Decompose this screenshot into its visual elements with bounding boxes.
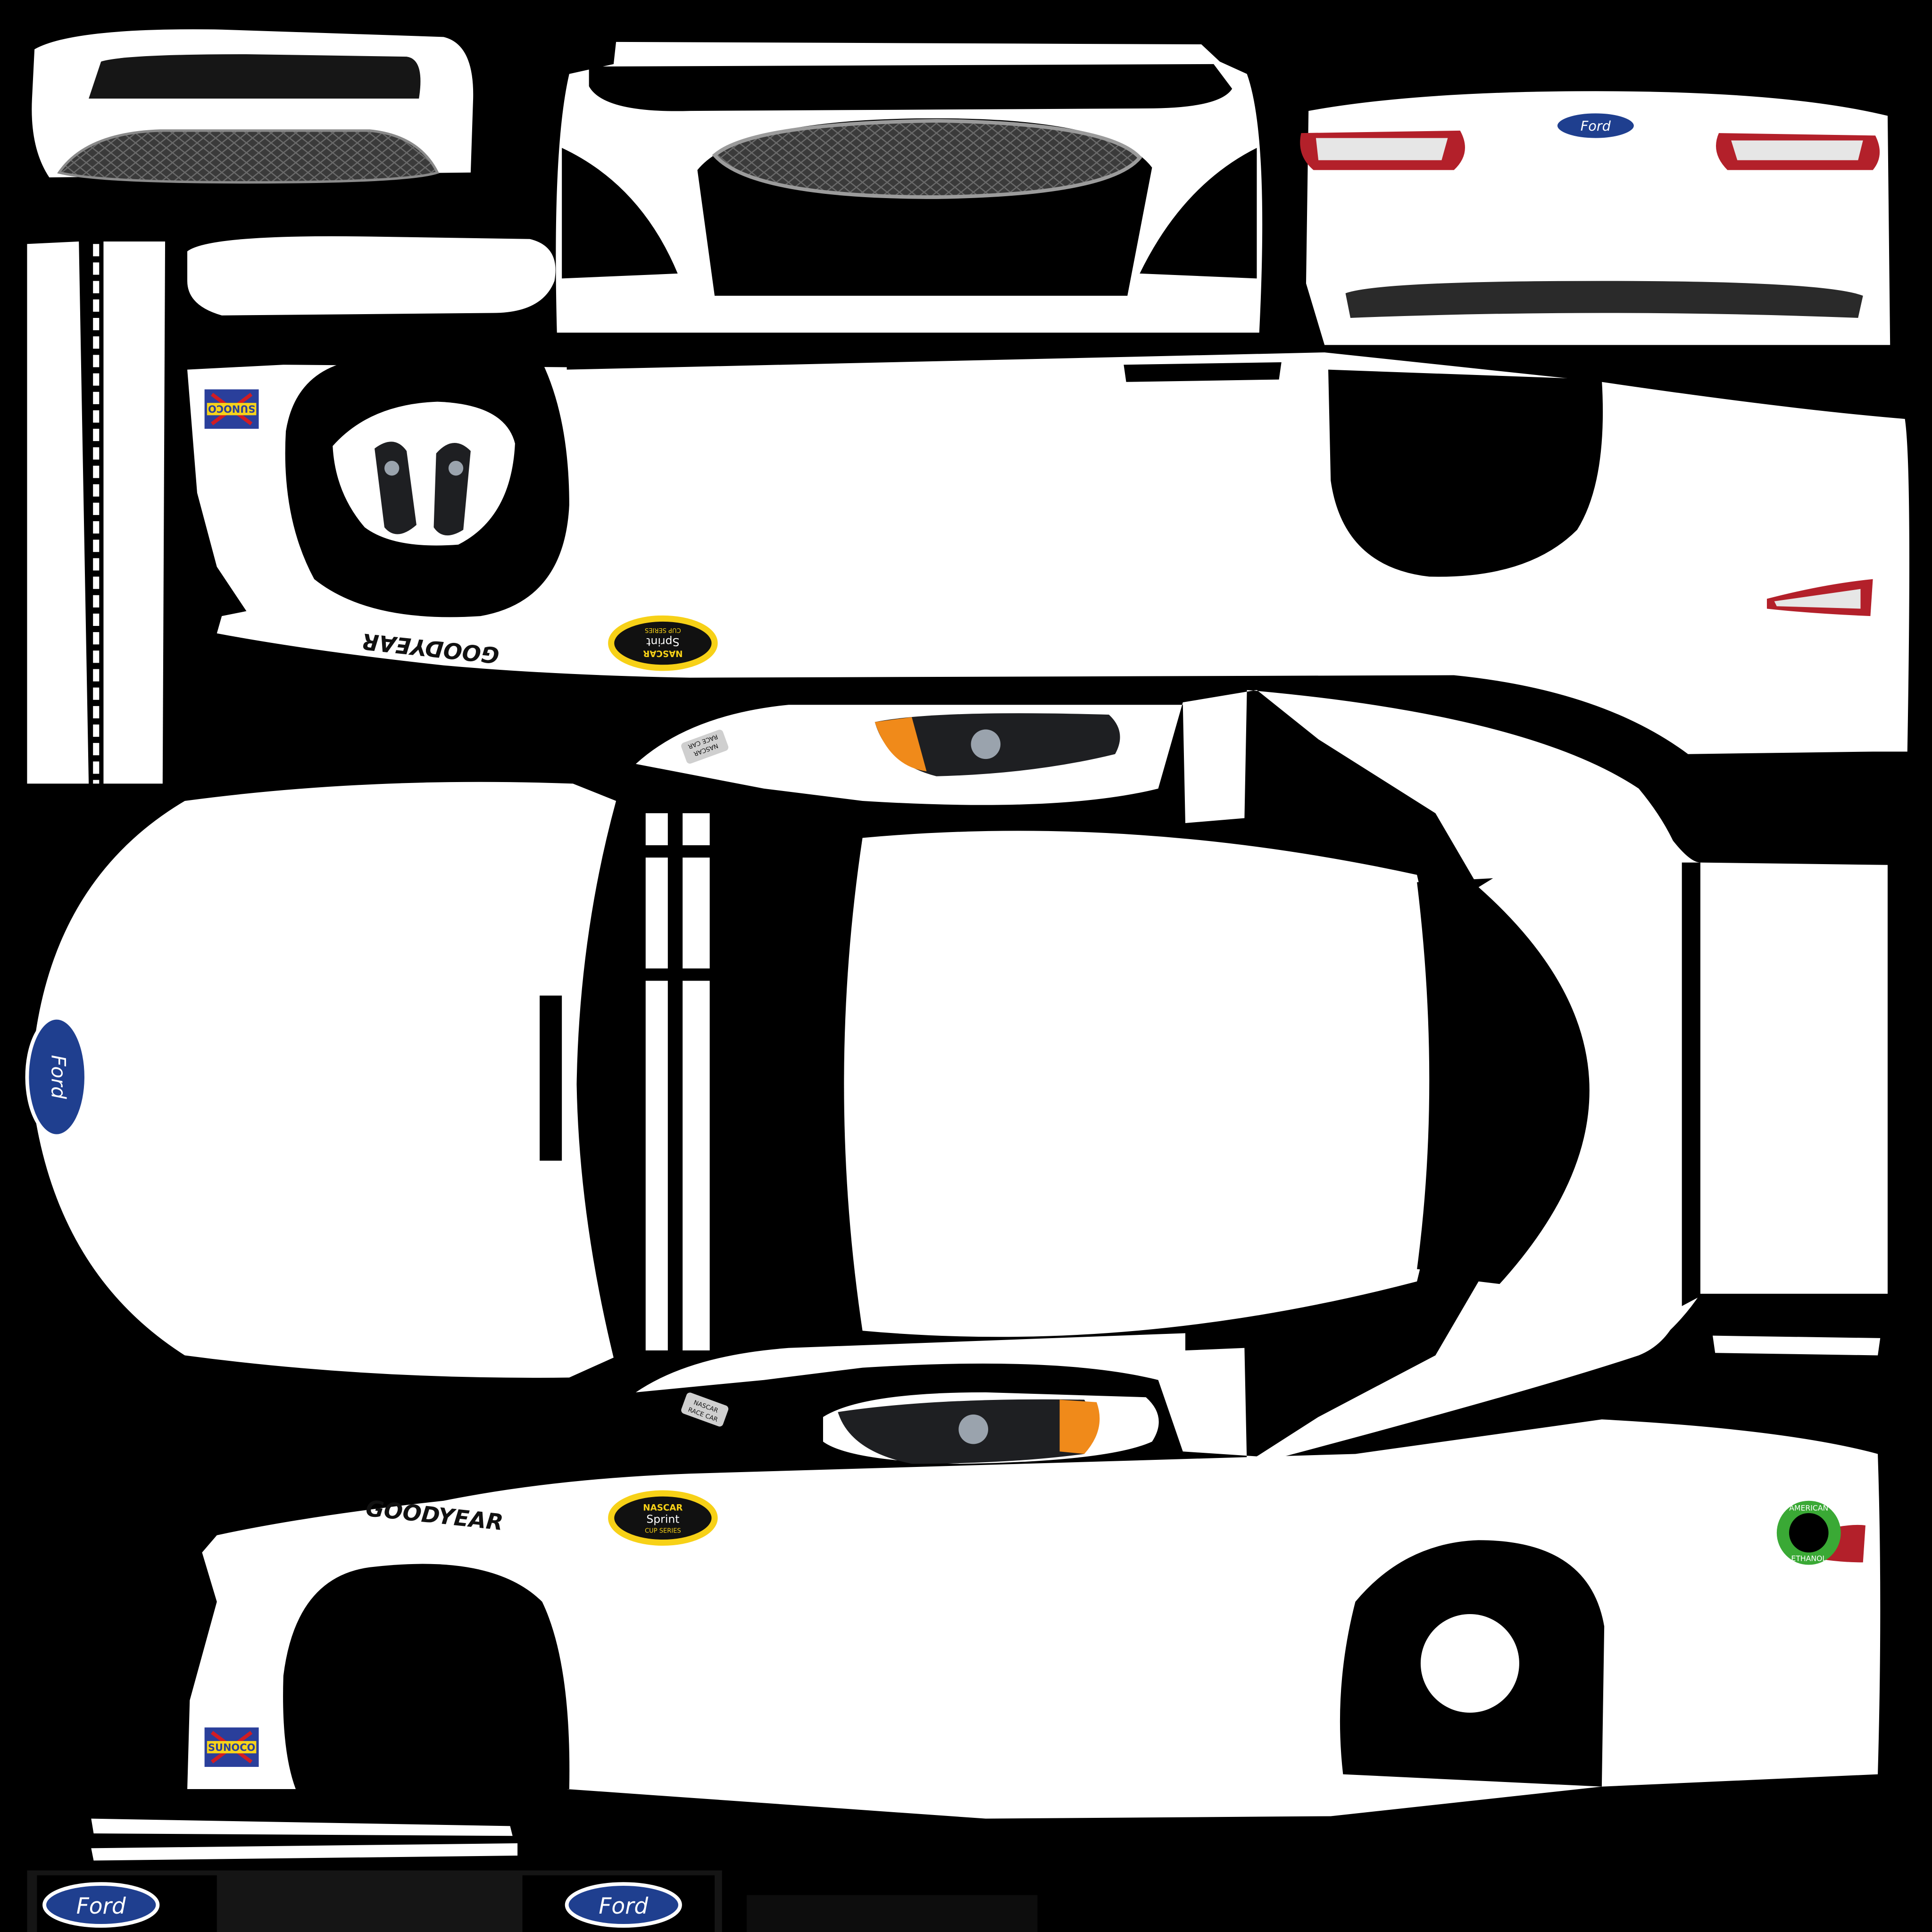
rear-quarter-top [1478, 788, 1700, 1356]
rear-diffuser [1345, 281, 1863, 318]
upper-nascar-line2: Sprint [646, 635, 679, 649]
splitter-strip [747, 1895, 1038, 1932]
rear-spoiler-panel [32, 29, 474, 184]
roof [844, 831, 1442, 1337]
roof-cap-panel [187, 236, 556, 316]
upper-side-door-slot [1124, 362, 1282, 382]
roof-cap-body [187, 236, 556, 316]
lower-nascar-line2: Sprint [646, 1513, 679, 1526]
upper-headlight-lens [971, 729, 1001, 759]
rear-taillight-right-lens [1731, 140, 1863, 160]
fog-light-left-lens [384, 460, 400, 476]
mud-flap-right-ford-text: Ford [599, 1893, 649, 1919]
american-ethanol-center [1789, 1513, 1829, 1553]
fog-light-right-lens [448, 460, 464, 476]
nascar-sprint-cup-icon [608, 1490, 718, 1546]
lower-nascar-sprint-decal: NASCAR Sprint CUP SERIES [608, 1490, 718, 1546]
spoiler-grille [57, 129, 440, 184]
windshield-cutout [576, 800, 863, 1368]
front-left-vent [562, 148, 678, 279]
lower-headlight-amber [1059, 1399, 1100, 1454]
race-car-plate-icon [681, 730, 729, 764]
lower-sunoco-decal: SUNOCO [204, 1727, 259, 1767]
mud-flap-strip: Ford Ford [27, 1870, 1038, 1932]
race-car-plate-icon [681, 1392, 729, 1427]
upper-nascar-line3: CUP SERIES [645, 626, 681, 633]
rear-spoiler-window [89, 54, 421, 99]
hood-stripe-a2 [645, 858, 668, 969]
ethanol-line2: ETHANOL [1791, 1554, 1826, 1563]
upper-race-car-plate: NASCAR RACE CAR [681, 730, 729, 764]
hood-stripe-b3 [683, 981, 710, 1351]
upper-nascar-sprint-decal: NASCAR Sprint CUP SERIES [608, 615, 718, 671]
upper-sunoco-text: SUNOCO [208, 403, 255, 414]
stripe-strip-left [27, 242, 89, 784]
ford-oval-icon [42, 1882, 160, 1928]
hood-stripe-b1 [683, 813, 710, 845]
upper-side-rear-wheel-well [1328, 369, 1603, 577]
lower-side-front-wheel-well [283, 1564, 570, 1789]
hood-stripe-a1 [645, 813, 668, 845]
upper-nascar-line1: NASCAR [643, 648, 683, 658]
fuel-filler-cap [1420, 1614, 1519, 1713]
upper-sunoco-band [207, 403, 257, 416]
front-grille [712, 119, 1142, 199]
lower-side-panel: GOODYEAR NASCAR Sprint CUP SERIES AMERIC… [187, 1419, 1881, 1819]
top-body-panel: Ford NASCAR RACE CAR [25, 690, 1888, 1466]
mud-flap-left-ford-text: Ford [76, 1893, 126, 1919]
stripe-strip-right [103, 242, 166, 784]
front-bumper-panel [556, 42, 1263, 333]
front-bumper-upper-cutout [589, 64, 1232, 111]
lower-nascar-line3: CUP SERIES [645, 1528, 681, 1535]
fog-light-left [375, 441, 416, 534]
upper-sunoco-decal: SUNOCO [204, 389, 259, 429]
hood-ford-oval [25, 1016, 88, 1138]
hood-ford-text: Ford [47, 1055, 70, 1099]
lower-nascar-line1: NASCAR [643, 1503, 683, 1513]
rear-ford-text: Ford [1581, 118, 1611, 134]
side-stripe-strip [27, 242, 166, 784]
lower-fender-wing [635, 1281, 1682, 1466]
rear-bumper-panel: Ford [1300, 91, 1890, 345]
rear-taillight-left-lens [1316, 138, 1448, 160]
trunk-gap [1682, 862, 1700, 1306]
rocker-strips [91, 1818, 518, 1861]
rocker-strip-bottom [91, 1843, 518, 1861]
ford-oval-icon [565, 1882, 682, 1928]
hood-stripe-a3 [645, 981, 668, 1351]
hood-nose [31, 782, 619, 1378]
upper-side-panel: SUNOCO GOODYEAR NASCAR Sprint CUP SERIES [187, 352, 1909, 754]
trunk-lid [1700, 862, 1888, 1294]
lower-headlight-lens [958, 1414, 989, 1444]
front-right-vent [1140, 148, 1257, 279]
nascar-sprint-cup-icon [608, 615, 718, 671]
hood-slot [540, 995, 562, 1161]
lower-sunoco-band [207, 1741, 257, 1754]
rear-ford-oval [1555, 111, 1637, 141]
rear-bumper-bar [1713, 1335, 1881, 1356]
fog-light-housing [333, 401, 515, 546]
hood-stripe-b2 [683, 858, 710, 969]
american-ethanol-decal: AMERICAN ETHANOL [1776, 1500, 1841, 1565]
upper-headlight-amber [874, 717, 927, 772]
lower-sunoco-text: SUNOCO [208, 1742, 255, 1753]
rocker-strip-top [91, 1818, 513, 1836]
upper-side-taillight-lens [1774, 589, 1861, 609]
ethanol-line1: AMERICAN [1789, 1504, 1828, 1513]
